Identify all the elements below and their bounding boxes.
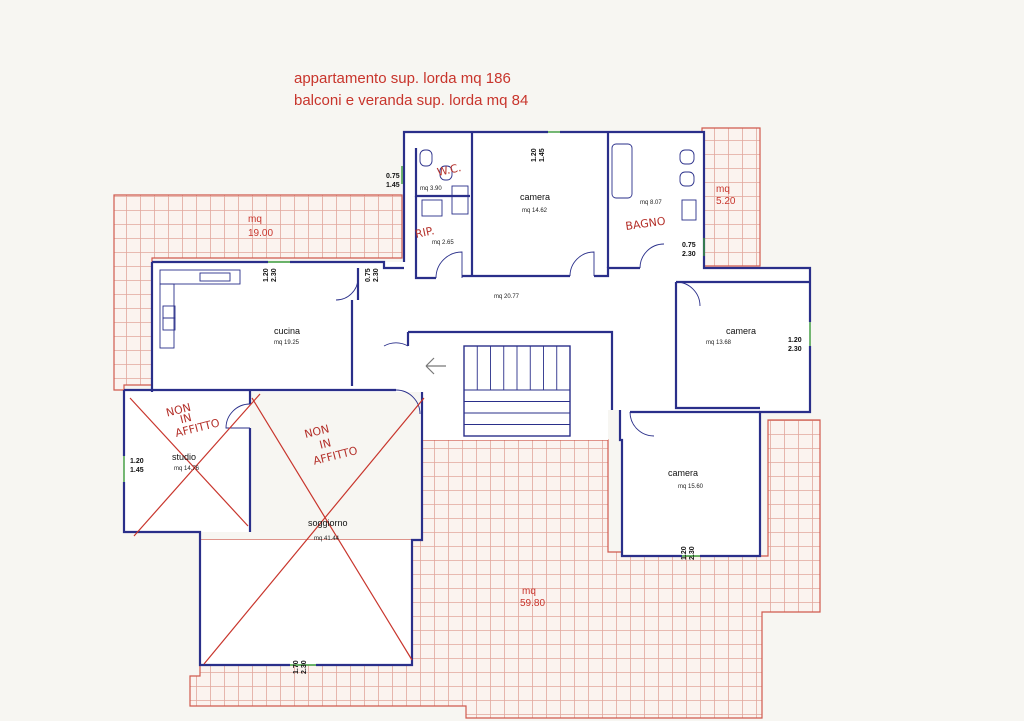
svg-text:2.30: 2.30 [682,251,696,258]
svg-text:1.20: 1.20 [263,268,270,282]
staircase [425,345,571,437]
dimension-d1: 0.75 1.45 [386,173,400,189]
dimension-d6: 1.20 2.30 [788,337,802,353]
camera-top-area: mq 14.62 [522,208,548,214]
cucina-name: cucina [274,326,300,336]
balcony-top-right-area: 5.20 [716,196,736,207]
terrace-bottom-area: 59.80 [520,598,545,609]
studio-area: mq 14.76 [174,466,200,472]
studio-note-line-2: IN [179,411,193,426]
svg-text:0.75: 0.75 [365,268,372,282]
soggiorno-not-for-rent-note: NON IN AFFITTO [303,422,359,468]
svg-text:0.75: 0.75 [682,242,696,249]
windows [123,131,811,666]
dimension-d2: 1.20 1.45 [531,148,546,162]
svg-text:2.30: 2.30 [301,660,308,674]
camera-top-name: camera [520,192,550,202]
studio-name: studio [172,452,196,462]
camera-low-area: mq 15.60 [678,484,704,490]
soggiorno-note-line-2: IN [318,436,332,451]
interior-walls [248,132,810,532]
bathroom-fixtures [419,143,697,221]
soggiorno-note-line-3: AFFITTO [312,444,359,468]
svg-text:1.45: 1.45 [539,148,546,162]
svg-text:1.20: 1.20 [531,148,538,162]
svg-text:0.75: 0.75 [386,173,400,180]
corridor-area: mq 20.77 [494,294,520,300]
svg-text:2.30: 2.30 [788,346,802,353]
svg-text:2.30: 2.30 [271,268,278,282]
camera-low-name: camera [668,468,698,478]
balcony-top-left-mq: mq [248,214,262,225]
camera-right-area: mq 13.68 [706,340,732,346]
dimension-d4: 1.20 2.30 [263,268,278,282]
kitchen-fixtures [159,269,241,349]
soggiorno-name: soggiorno [308,518,348,528]
dimension-d5: 0.75 2.30 [682,242,696,258]
bagno-area: mq 8.07 [640,200,662,206]
exterior-walls [122,130,812,667]
svg-text:2.30: 2.30 [689,546,696,560]
not-for-rent-cross-studio [129,393,261,537]
svg-text:1.20: 1.20 [130,458,144,465]
soggiorno-area: mq 41.44 [314,536,340,542]
dimension-d8: 1.20 2.30 [681,546,696,560]
camera-right-name: camera [726,326,756,336]
svg-text:1.20: 1.20 [681,546,688,560]
rip-area: mq 2.65 [432,240,454,246]
svg-text:1.70: 1.70 [293,660,300,674]
studio-note-line-1: NON [165,401,193,420]
terrace-bottom-mq: mq [522,586,536,597]
bagno-handwritten: BAGNO [625,214,667,233]
header-line-1: appartamento sup. lorda mq 186 [294,70,511,87]
not-for-rent-cross-soggiorno [203,397,425,665]
doors [225,243,701,437]
dimension-d9: 1.70 2.30 [293,660,308,674]
studio-not-for-rent-note: NON IN AFFITTO [165,401,222,440]
dimension-d7: 1.20 1.45 [130,458,144,474]
wc-handwritten: W.C. [436,161,462,179]
header-line-2: balconi e veranda sup. lorda mq 84 [294,92,528,109]
rip-handwritten: RIP. [414,224,436,241]
svg-text:2.30: 2.30 [373,268,380,282]
dimension-d3: 0.75 2.30 [365,268,380,282]
balcony-top-right-mq: mq [716,184,730,195]
balcony-top-left-area: 19.00 [248,228,273,239]
cucina-area: mq 19.25 [274,340,300,346]
wc-area: mq 3.90 [420,186,442,192]
svg-text:1.45: 1.45 [386,182,400,189]
svg-text:1.20: 1.20 [788,337,802,344]
svg-text:1.45: 1.45 [130,467,144,474]
soggiorno-note-line-1: NON [303,422,331,441]
